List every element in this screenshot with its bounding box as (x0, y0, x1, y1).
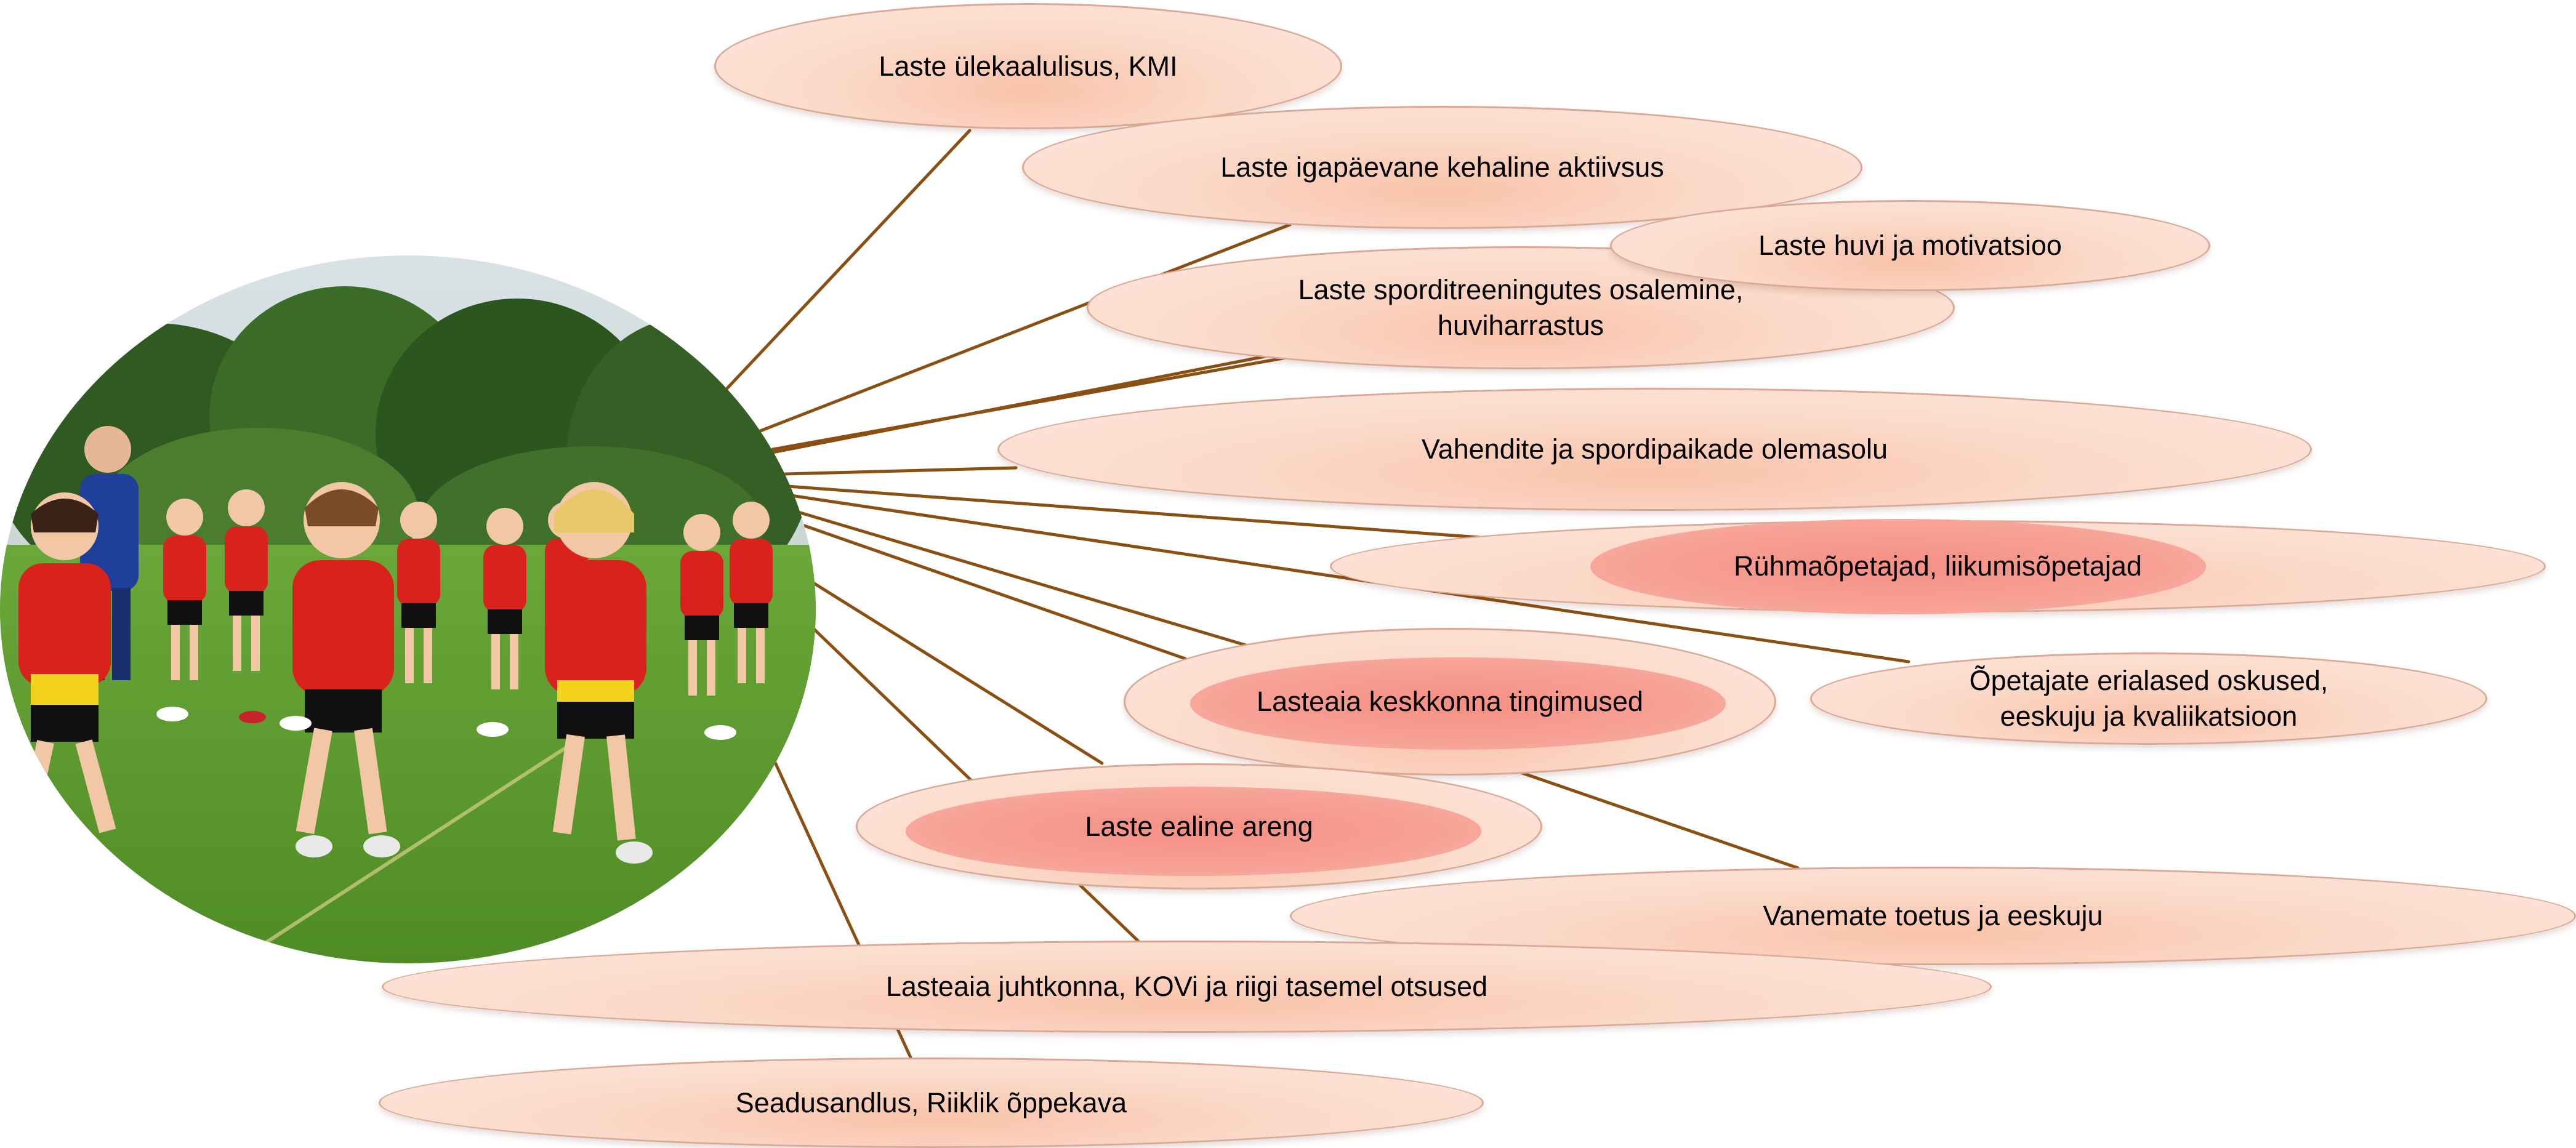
node-label: Laste igapäevane kehaline aktiivsus (1220, 151, 1664, 183)
node-label: Laste huvi ja motivatsioo (1758, 230, 2062, 261)
node-label: Lasteaia juhtkonna, KOVi ja riigi taseme… (885, 971, 1488, 1002)
node-interest-motivation: Laste huvi ja motivatsioo (1610, 200, 2210, 291)
node-label: Lasteaia keskkonna tingimused (1257, 686, 1643, 717)
node-age-development: Laste ealine areng (856, 763, 1542, 889)
node-label: Vanemate toetus ja eeskuju (1763, 900, 2103, 931)
node-management-decisions: Lasteaia juhtkonna, KOVi ja riigi taseme… (382, 941, 1992, 1033)
connector-n10 (1519, 771, 1800, 870)
node-label: Laste ealine areng (1085, 810, 1313, 842)
connector-n8a (792, 509, 1252, 648)
node-label: Seadusandlus, Riiklik õppekava (735, 1086, 1127, 1118)
node-label: Laste ülekaalulisus, KMI (879, 50, 1178, 82)
connector-n3b (771, 354, 1270, 454)
connector-n2 (759, 223, 1292, 433)
node-label: Vahendite ja spordipaikade olemasolu (1421, 433, 1888, 465)
node-legislation-curriculum: Seadusandlus, Riiklik õppekava (379, 1058, 1484, 1148)
node-highlight (1190, 657, 1726, 750)
connector-n1 (725, 129, 972, 391)
node-highlight (1590, 519, 2206, 614)
connector-n7 (789, 494, 1910, 664)
node-highlight (906, 787, 1481, 876)
node-child-overweight-bmi: Laste ülekaalulisus, KMI (714, 3, 1342, 129)
node-label: Rühmaõpetajad, liikumisõpetajad (1734, 550, 2142, 582)
node-equipment-sports-facilities: Vahendite ja spordipaikade olemasolu (997, 388, 2312, 511)
node-label: Õpetajate erialased oskused, eeskuju ja … (1969, 665, 2328, 732)
connector-n5 (783, 466, 1018, 476)
node-label: Laste sporditreeningutes osalemine, huvi… (1298, 274, 1744, 341)
connector-n8b (795, 521, 1187, 660)
node-group-teachers: Rühmaõpetajad, liikumisõpetajad (1330, 519, 2546, 614)
node-kindergarten-environment: Lasteaia keskkonna tingimused (1124, 628, 1776, 776)
connector-n9 (805, 577, 1104, 765)
connector-n6 (786, 484, 1498, 540)
children-running-photo (0, 255, 816, 963)
node-daily-physical-activity: Laste igapäevane kehaline aktiivsus (1022, 106, 1862, 229)
node-teacher-skills: Õpetajate erialased oskused, eeskuju ja … (1810, 652, 2487, 745)
photo-illustration (0, 255, 816, 963)
